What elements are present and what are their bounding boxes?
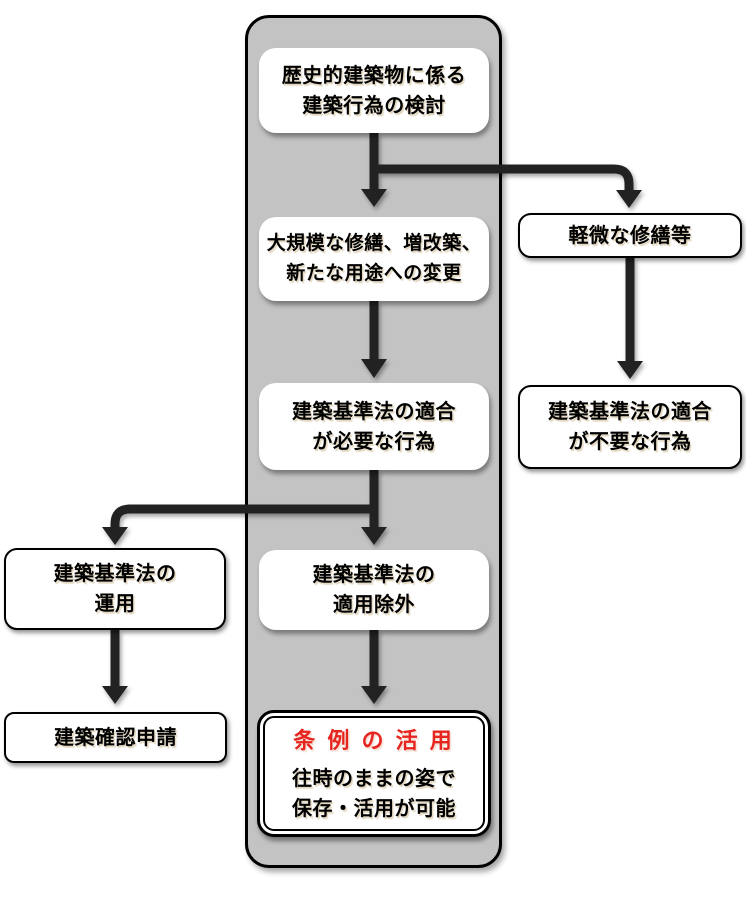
box-line: 建築基準法の適合 bbox=[292, 400, 456, 423]
arrow-right-column-head bbox=[617, 361, 643, 379]
box-line: が不要な行為 bbox=[568, 431, 692, 453]
ordinance-title: 条 例 の 活 用 bbox=[293, 728, 455, 753]
box-line: 適用除外 bbox=[333, 594, 415, 616]
arrow-branch-right-head bbox=[616, 190, 642, 208]
box-line: 大規模な修繕、増改築、 bbox=[266, 233, 482, 254]
box-historic-building-consideration: 歴史的建築物に係る 建築行為の検討 bbox=[259, 48, 489, 133]
arrow-step1-head bbox=[361, 189, 387, 207]
box-line: 建築確認申請 bbox=[54, 726, 177, 749]
box-line: 建築基準法の適合 bbox=[548, 401, 712, 423]
box-law-application: 建築基準法の 運用 bbox=[4, 548, 226, 630]
box-ordinance-use-inner: 条 例 の 活 用 往時のままの姿で 保存・活用が可能 bbox=[263, 716, 485, 831]
box-compliance-not-required: 建築基準法の適合 が不要な行為 bbox=[518, 385, 742, 469]
box-ordinance-use: 条 例 の 活 用 往時のままの姿で 保存・活用が可能 bbox=[257, 710, 491, 837]
box-line: 軽微な修繕等 bbox=[568, 224, 692, 247]
box-line: 建築基準法の bbox=[53, 563, 177, 585]
box-line: 運用 bbox=[94, 593, 136, 615]
box-line: 歴史的建築物に係る bbox=[281, 64, 467, 87]
box-line: 建築行為の検討 bbox=[302, 94, 446, 117]
box-line: 往時のままの姿で bbox=[292, 768, 456, 790]
box-line: 保存・活用が可能 bbox=[292, 798, 456, 820]
box-compliance-required: 建築基準法の適合 が必要な行為 bbox=[259, 383, 489, 470]
arrow-step4-head bbox=[361, 686, 387, 704]
arrow-step2-head bbox=[361, 359, 387, 378]
arrow-branch-right-shaft bbox=[374, 164, 634, 191]
box-building-confirmation: 建築確認申請 bbox=[4, 712, 227, 763]
box-line: 新たな用途への変更 bbox=[286, 263, 462, 284]
arrow-branch-left-shaft bbox=[110, 504, 374, 528]
arrow-step3-head bbox=[361, 527, 387, 545]
arrow-branch-left-head bbox=[102, 527, 128, 545]
box-law-exemption: 建築基準法の 適用除外 bbox=[259, 550, 489, 630]
box-minor-repair: 軽微な修繕等 bbox=[518, 213, 742, 258]
box-line: 建築基準法の bbox=[312, 564, 436, 586]
box-line: が必要な行為 bbox=[312, 430, 436, 453]
arrow-left-column-head bbox=[102, 686, 128, 704]
box-major-repair-change: 大規模な修繕、増改築、 新たな用途への変更 bbox=[259, 217, 489, 301]
